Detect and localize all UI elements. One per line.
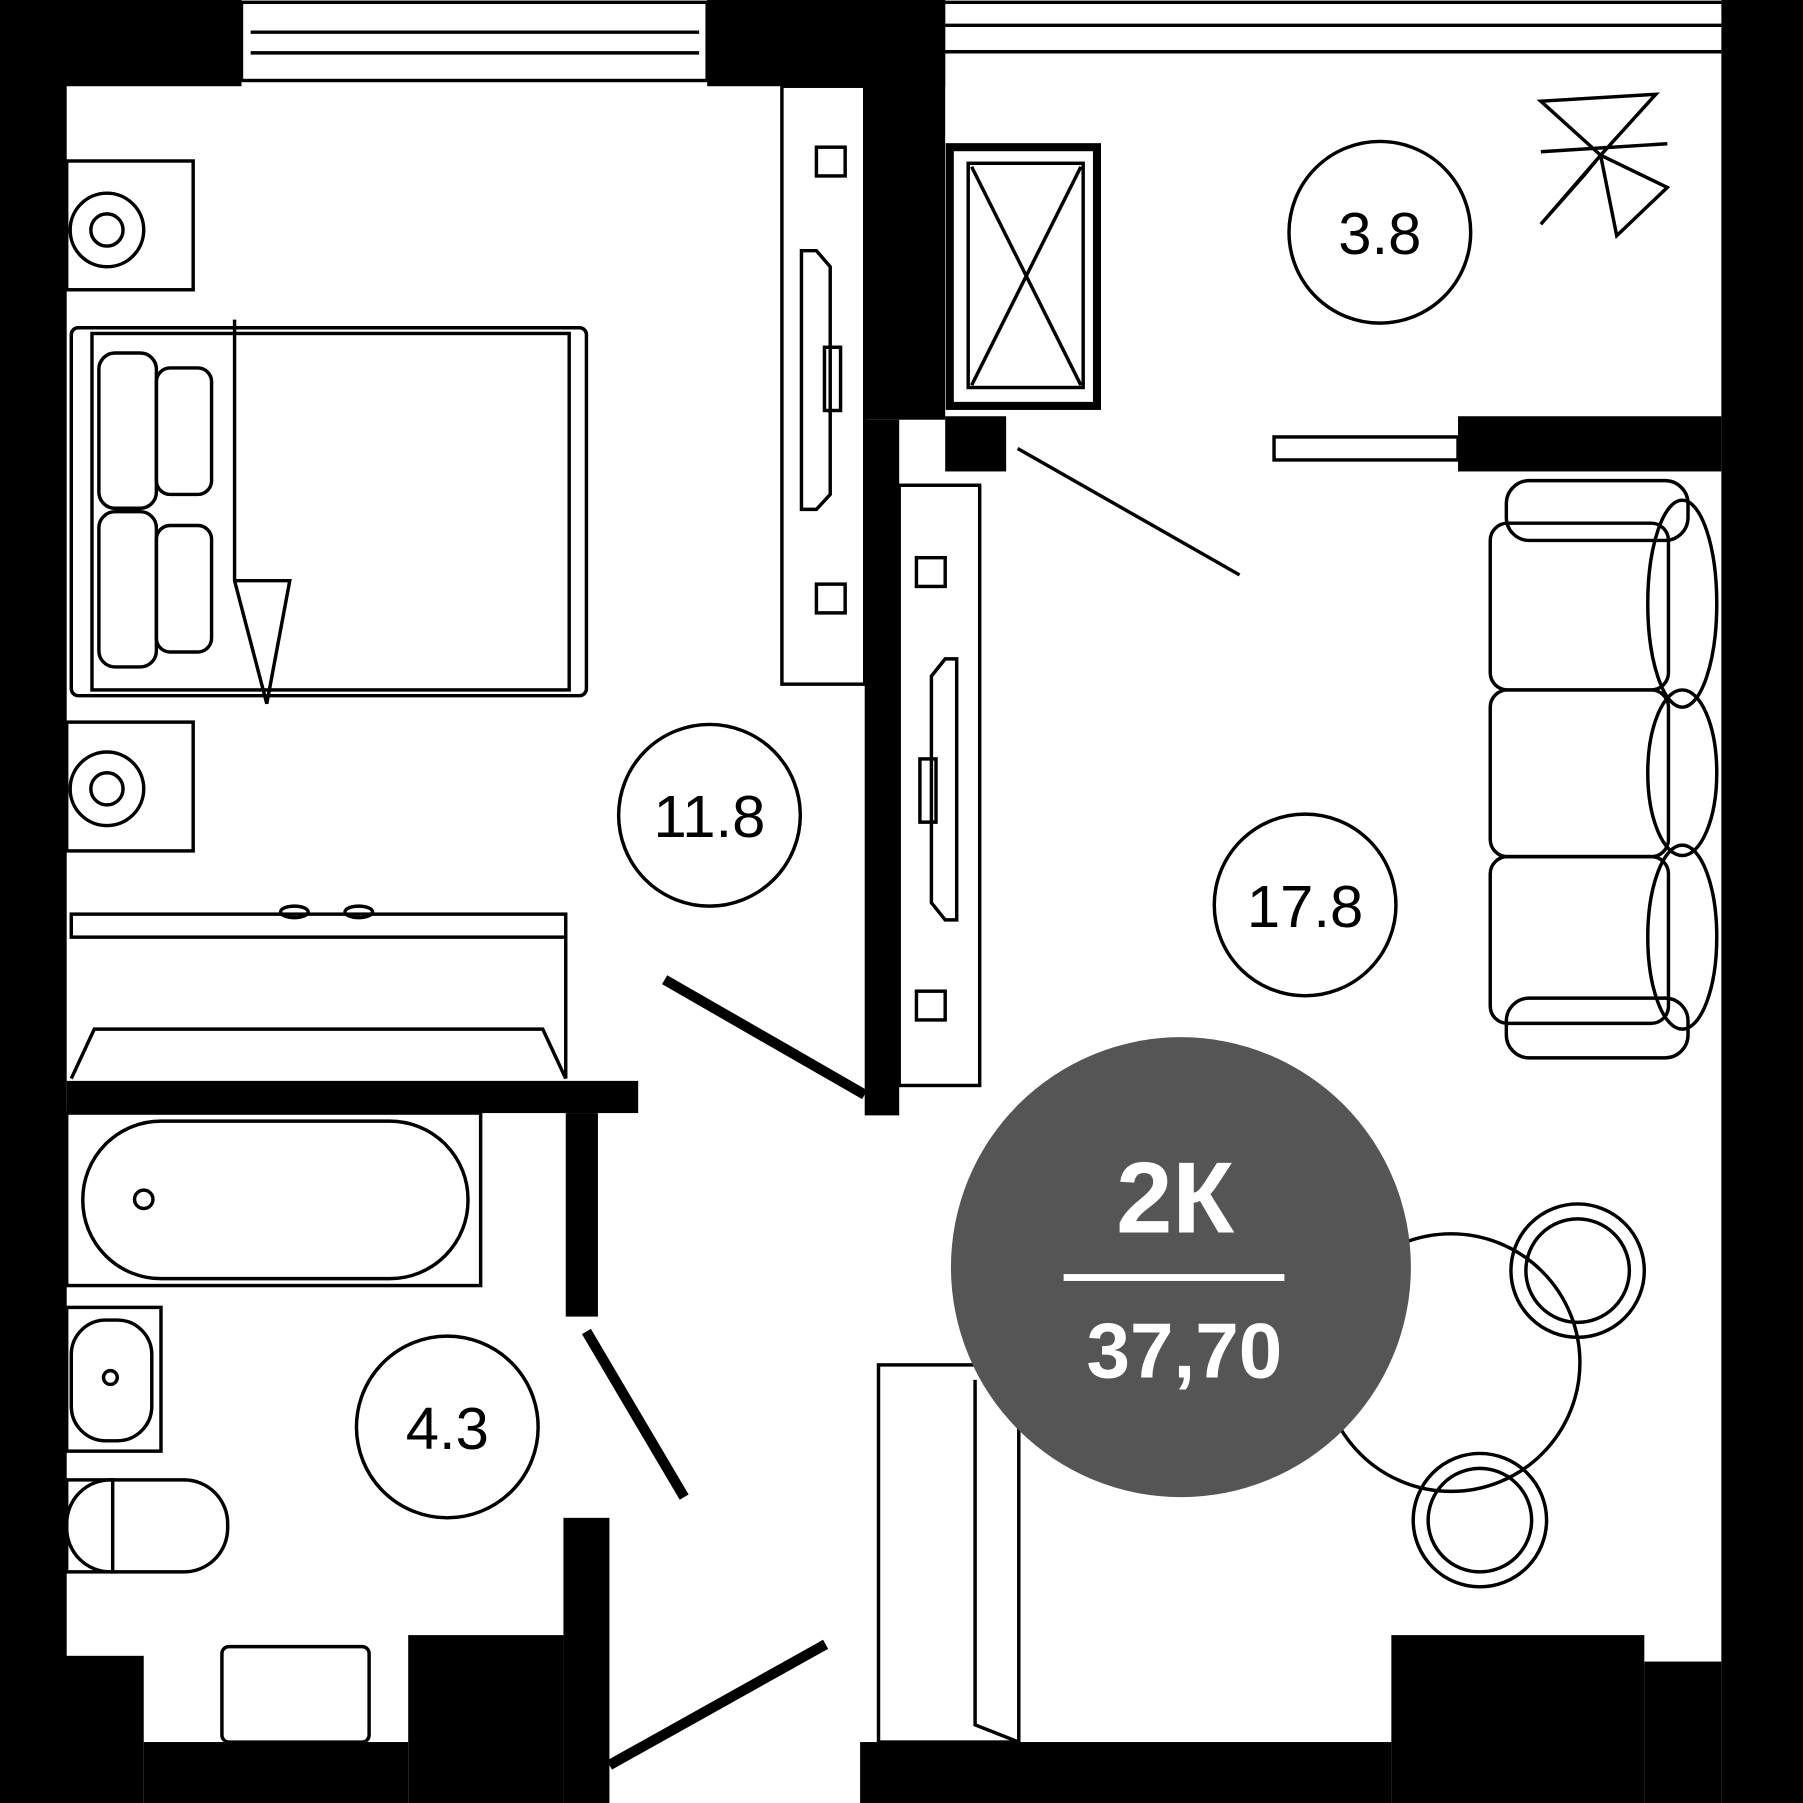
apartment-badge: 2К 37,70 [950,1037,1411,1498]
bathroom-furniture [64,904,568,1744]
balcony-furniture [945,92,1671,410]
total-area: 37,70 [1087,1307,1283,1395]
bedroom-furniture [64,84,867,853]
room-area: 3.8 [1338,200,1421,267]
room-label-living: 17.8 [1212,812,1398,998]
room-label-balcony: 3.8 [1287,139,1473,325]
room-area: 4.3 [406,1395,489,1462]
windows [239,0,1722,83]
room-label-bathroom: 4.3 [354,1334,540,1520]
room-area: 11.8 [654,783,766,850]
plant-icon [1536,92,1671,240]
room-area: 17.8 [1247,873,1363,940]
room-label-bedroom: 11.8 [616,722,803,908]
living-furniture [876,478,1719,1744]
doors [581,435,1460,1770]
apartment-type: 2К [1116,1142,1234,1255]
